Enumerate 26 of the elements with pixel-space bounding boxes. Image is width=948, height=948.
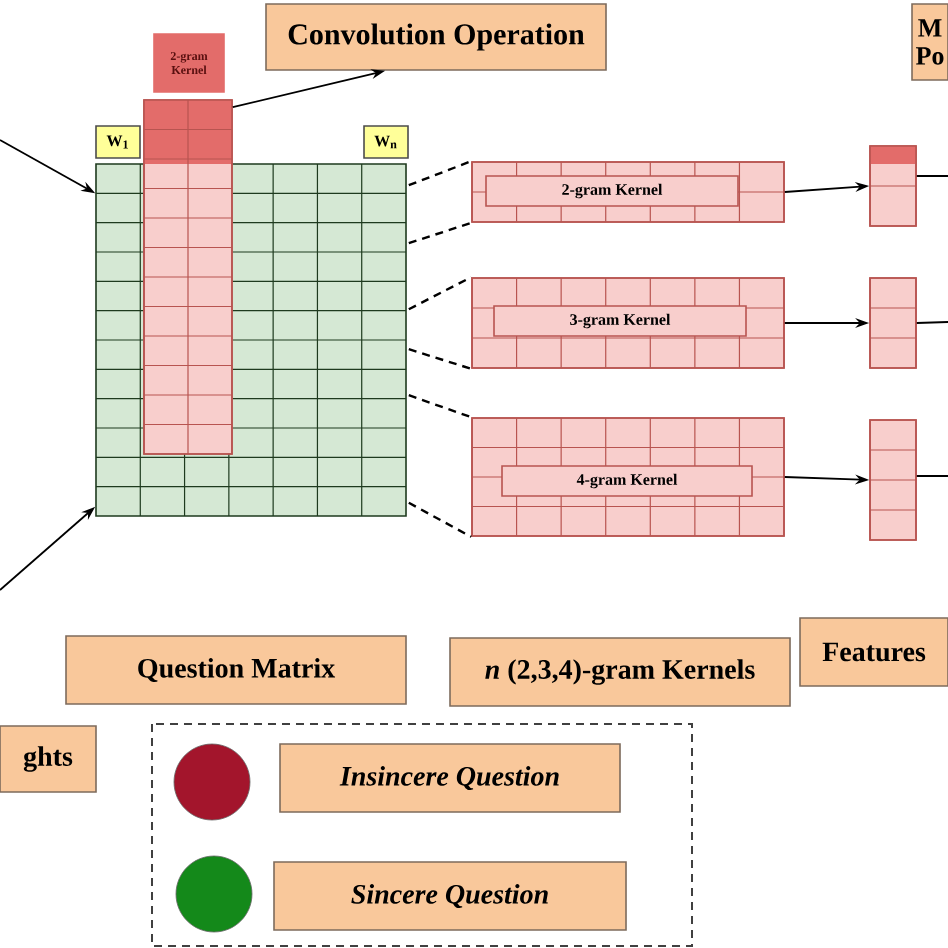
legend-label: Insincere Question	[279, 743, 621, 813]
connector-line	[408, 276, 472, 311]
heading-box: n (2,3,4)-gram Kernels	[449, 637, 791, 707]
connector-line	[408, 221, 472, 245]
heading-box: ghts	[0, 725, 97, 793]
connector-line	[915, 175, 948, 177]
feature-vector	[869, 419, 917, 541]
word-label-box: W$_{1}$	[95, 125, 141, 159]
kernel-column	[143, 99, 233, 455]
connector-line	[408, 501, 472, 538]
connector-line	[408, 160, 472, 187]
heading-box: Question Matrix	[65, 635, 407, 705]
heading-box: M Po	[911, 3, 948, 81]
connector-line	[408, 394, 472, 419]
connector-line	[408, 348, 472, 370]
heading-box: Features	[799, 617, 948, 687]
feature-vector	[869, 145, 917, 227]
connector-line	[915, 475, 948, 477]
connector-line	[915, 321, 948, 324]
heading-box: Convolution Operation	[265, 3, 607, 71]
feature-map-grid: 2-gram Kernel	[471, 161, 785, 223]
feature-vector	[869, 277, 917, 369]
legend-label: Sincere Question	[273, 861, 627, 931]
feature-map-grid: 3-gram Kernel	[471, 277, 785, 369]
feature-map-grid: 4-gram Kernel	[471, 417, 785, 537]
word-label-box: W$_{n}$	[363, 125, 409, 159]
